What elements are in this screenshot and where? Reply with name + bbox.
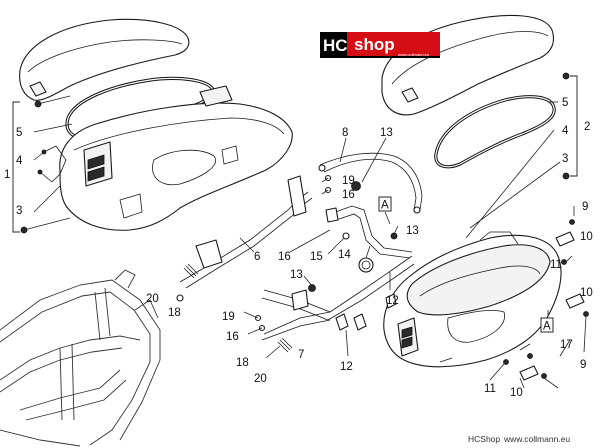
svg-text:shop: shop [354,35,395,54]
right-assembly-bracket [465,72,578,239]
callout-11-low: 11 [484,383,496,395]
callout-7: 7 [298,349,304,361]
callout-19-low: 19 [222,311,235,323]
motorcycle-frame [0,269,161,447]
callout-9-top: 9 [582,201,588,213]
callout-1-left: 1 [4,169,10,181]
callout-18-left: 18 [168,307,181,319]
callout-15: 15 [310,251,323,263]
callout-3-right: 3 [562,153,568,165]
callout-3-left: 3 [16,205,22,217]
reference-box-a-upper: A [378,196,392,212]
callout-4-right: 4 [562,125,569,137]
callout-4-left: 4 [16,155,23,167]
callout-labels: 1 5 4 3 2 5 4 3 8 13 19 16 6 16 15 14 13… [4,97,593,399]
callout-6: 6 [254,251,260,263]
callout-2-right: 2 [584,121,590,133]
callout-16-top: 16 [342,189,355,201]
reference-box-a-lower: A [540,317,554,333]
callout-20-left: 20 [146,293,159,305]
callout-5-left: 5 [16,127,22,139]
callout-10-low: 10 [510,387,523,399]
callout-10-top: 10 [580,231,593,243]
callout-11-top: 11 [550,259,562,271]
svg-text:www.collmann.eu: www.collmann.eu [503,434,570,444]
callout-5-right: 5 [562,97,568,109]
callout-10-mid: 10 [580,287,593,299]
svg-text:www.collmann.eu: www.collmann.eu [398,52,429,57]
support-brackets [179,152,423,341]
right-lid-seal [434,95,556,169]
right-saddlebag [383,231,562,368]
callout-9-low: 9 [580,359,586,371]
callout-20-low: 20 [254,373,267,385]
callout-13-mid: 13 [406,225,419,237]
svg-text:A: A [381,200,389,212]
callout-14: 14 [338,249,351,261]
callout-17: 17 [560,339,573,351]
footer-credit: HCShop www.collmann.eu [468,434,570,444]
svg-text:A: A [543,321,551,333]
callout-13-low: 13 [290,269,303,281]
callout-12-low: 12 [340,361,353,373]
left-saddlebag [59,85,293,231]
svg-text:HC: HC [323,36,348,55]
hardware [176,174,589,381]
callout-19-top: 19 [342,175,355,187]
callout-18-low: 18 [236,357,249,369]
svg-text:HCShop: HCShop [468,434,500,444]
callout-16-mid: 16 [278,251,291,263]
hcshop-logo: HC shop www.collmann.eu [320,32,440,58]
right-lid [381,14,555,116]
left-lid [19,18,190,101]
callout-leaders [239,137,587,389]
callout-13-top: 13 [380,127,393,139]
left-assembly-bracket [12,95,73,234]
callout-12-right: 12 [386,295,399,307]
callout-16-low: 16 [226,331,239,343]
callout-8: 8 [342,127,348,139]
